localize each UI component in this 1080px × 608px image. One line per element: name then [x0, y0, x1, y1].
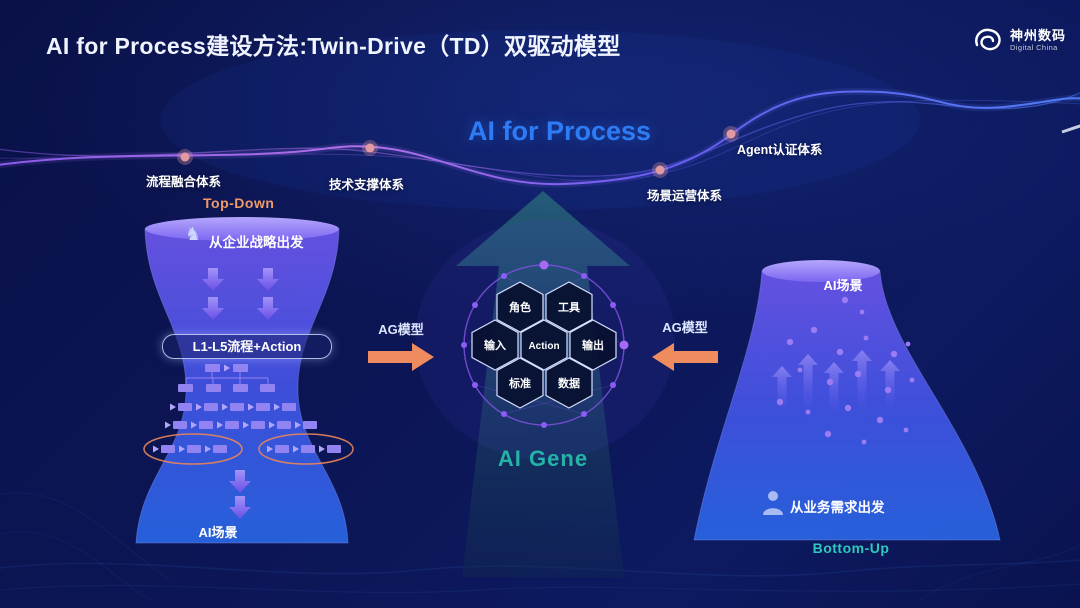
hex-standard: 标准 [496, 357, 544, 409]
page-title: AI for Process建设方法:Twin-Drive（TD）双驱动模型 [46, 33, 621, 59]
svg-text:Action: Action [528, 341, 559, 352]
bottom-up-label: Bottom-Up [812, 540, 890, 556]
ag-model-arrows [368, 343, 718, 371]
hex-output: 输出 [569, 319, 617, 371]
left-scenario-label: AI场景 [198, 525, 238, 540]
process-flowchart [153, 364, 341, 453]
hex-tool: 工具 [545, 281, 593, 333]
up-arrow-icons [772, 350, 900, 414]
strategy-text: 从企业战略出发 [209, 235, 304, 250]
brand-subtitle: Digital China [1009, 43, 1058, 53]
milestone-dot-tech-support [362, 140, 378, 156]
person-icon [763, 491, 783, 515]
milestone-dot-process-integration [177, 149, 193, 165]
svg-text:工具: 工具 [558, 301, 580, 314]
ag-model-label-right: AG模型 [662, 320, 708, 335]
milestone-dots [177, 126, 739, 178]
process-pill: L1-L5流程+Action [162, 334, 332, 359]
svg-text:输出: 输出 [582, 338, 604, 352]
hex-data: 数据 [545, 357, 593, 409]
waypoint-label-process-integration: 流程融合体系 [146, 175, 222, 189]
hex-role: 角色 [496, 281, 544, 333]
ag-right-arrow-icon [368, 343, 434, 371]
left-funnel [135, 217, 349, 544]
right-funnel-internals [763, 296, 915, 515]
process-heading: AI for Process [468, 116, 652, 146]
ag-model-label-left: AG模型 [378, 322, 424, 337]
top-down-label: Top-Down [203, 195, 275, 211]
ai-gene-cluster: 角色 工具 输入 Action 输出 标准 数据 [415, 220, 675, 460]
milestone-dot-agent-certification [723, 126, 739, 142]
brand-name: 神州数码 [1009, 28, 1066, 44]
right-funnel-rim [762, 260, 880, 282]
svg-text:标准: 标准 [508, 376, 531, 390]
down-arrow-icons [202, 268, 279, 519]
gene-hexagons: 角色 工具 输入 Action 输出 标准 数据 [471, 281, 617, 409]
flow-curve [0, 87, 1080, 188]
edge-highlight-dash [1061, 124, 1080, 134]
svg-text:角色: 角色 [509, 300, 531, 314]
waypoint-label-scenario-operation: 场景运营体系 [647, 189, 723, 203]
hex-action: Action [520, 319, 568, 371]
gene-network-dots [461, 260, 629, 428]
svg-text:输入: 输入 [484, 338, 506, 352]
brand-text: 神州数码 Digital China [1009, 28, 1066, 53]
brand-logo: 神州数码 Digital China [971, 24, 1066, 58]
highlight-ellipses [143, 433, 354, 465]
waypoint-label-agent-certification: Agent认证体系 [737, 143, 823, 157]
business-need-text: 从业务需求出发 [790, 500, 885, 515]
left-funnel-internals [143, 268, 354, 519]
svg-text:数据: 数据 [558, 376, 580, 390]
chess-knight-icon: ♞ [185, 224, 202, 244]
right-scenario-label: AI场景 [823, 278, 863, 293]
scatter-dots [776, 296, 915, 445]
ai-gene-label: AI Gene [497, 446, 589, 471]
milestone-dot-scenario-operation [652, 162, 668, 178]
brand-logo-icon [975, 28, 1001, 51]
left-funnel-rim [145, 217, 339, 241]
hex-input: 输入 [471, 319, 519, 371]
ag-left-arrow-icon [652, 343, 718, 371]
waypoint-label-tech-support: 技术支撑体系 [329, 178, 405, 192]
